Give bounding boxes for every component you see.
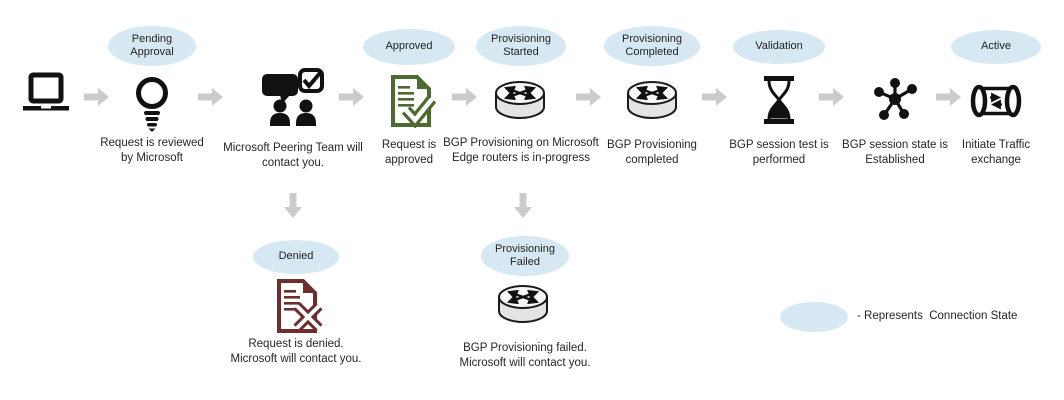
- flow-arrow-right-icon: [198, 87, 224, 107]
- flow-arrow-right-icon: [819, 87, 845, 107]
- router-icon: [624, 78, 680, 124]
- legend-state-ellipse: [780, 302, 848, 332]
- flow-arrow-right-icon: [936, 87, 962, 107]
- caption-session-established: BGP session state is Established: [842, 139, 948, 166]
- state-bubble-provisioning-failed: Provisioning Failed: [481, 236, 569, 276]
- caption-provisioning-failed: BGP Provisioning failed. Microsoft will …: [459, 342, 591, 369]
- peering-team-icon: [260, 68, 326, 126]
- tunnel-icon: [970, 80, 1022, 122]
- flow-arrow-right-icon: [702, 87, 728, 107]
- caption-request-denied: Request is denied. Microsoft will contac…: [230, 338, 362, 365]
- flow-arrow-down-icon: [283, 193, 303, 219]
- flow-arrow-right-icon: [339, 87, 365, 107]
- approved-request-icon: [385, 74, 437, 128]
- state-bubble-approved: Approved: [363, 29, 455, 65]
- legend-label: - Represents Connection State: [857, 310, 1018, 322]
- lightbulb-icon: [129, 76, 175, 132]
- router-icon: [495, 282, 551, 328]
- flow-arrow-right-icon: [576, 87, 602, 107]
- denied-request-icon: [271, 278, 325, 334]
- hourglass-icon: [759, 74, 799, 126]
- caption-request-approved: Request is approved: [381, 139, 437, 166]
- flow-arrow-down-icon: [513, 193, 533, 219]
- caption-request-reviewed: Request is reviewed by Microsoft: [100, 137, 204, 164]
- state-bubble-pending-approval: Pending Approval: [108, 26, 196, 66]
- state-bubble-denied: Denied: [253, 240, 339, 274]
- state-bubble-validation: Validation: [733, 30, 825, 64]
- caption-team-contact: Microsoft Peering Team will contact you.: [223, 142, 363, 169]
- flow-arrow-right-icon: [84, 87, 110, 107]
- caption-initiate-traffic: Initiate Traffic exchange: [961, 139, 1031, 166]
- caption-session-test: BGP session test is performed: [729, 139, 829, 166]
- state-bubble-active: Active: [951, 30, 1041, 64]
- state-bubble-provisioning-started: Provisioning Started: [476, 26, 566, 66]
- network-node-icon: [871, 76, 919, 124]
- flow-arrow-right-icon: [452, 87, 478, 107]
- router-icon: [492, 78, 548, 124]
- laptop-icon: [18, 72, 74, 122]
- state-bubble-provisioning-completed: Provisioning Completed: [604, 26, 700, 66]
- caption-provisioning-started: BGP Provisioning on Microsoft Edge route…: [443, 137, 599, 164]
- caption-provisioning-completed: BGP Provisioning completed: [607, 139, 697, 166]
